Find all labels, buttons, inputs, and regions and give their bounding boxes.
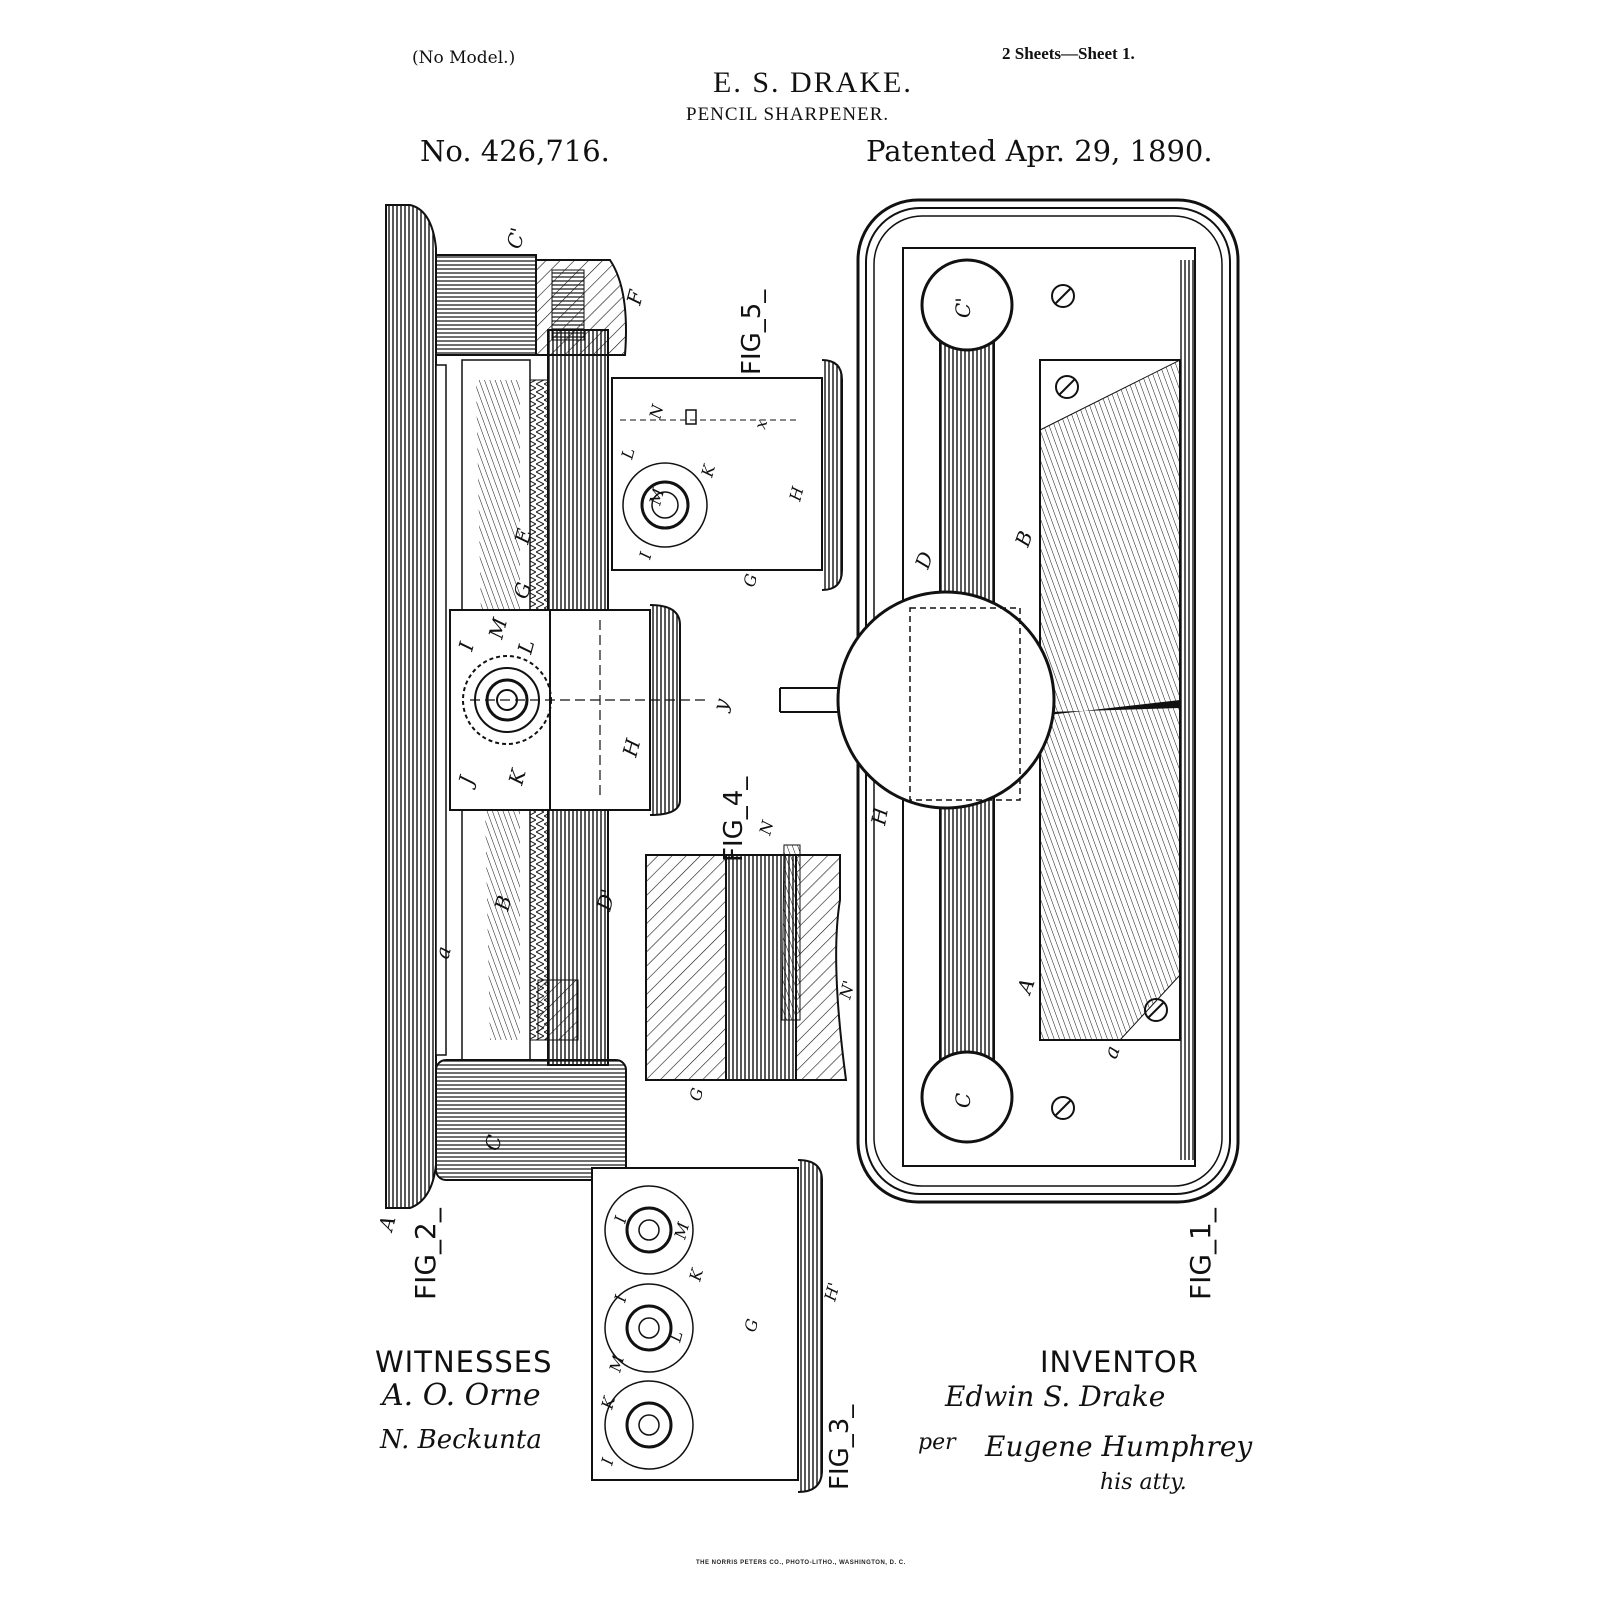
svg-text:M: M xyxy=(605,1353,628,1375)
inventor-label: INVENTOR xyxy=(1040,1345,1199,1379)
svg-text:G: G xyxy=(686,1086,708,1103)
fig5-drawing: N x L K M I H G FIG_5_ xyxy=(611,289,843,591)
svg-text:N: N xyxy=(755,818,777,838)
fig5-label: FIG_5_ xyxy=(737,289,767,375)
svg-text:H: H xyxy=(785,484,807,504)
patent-number: No. 426,716. xyxy=(420,134,610,168)
svg-text:D: D xyxy=(910,548,938,572)
svg-text:M: M xyxy=(645,486,668,508)
svg-text:N': N' xyxy=(835,978,858,1002)
printer-imprint: THE NORRIS PETERS CO., PHOTO-LITHO., WAS… xyxy=(696,1560,906,1566)
per-text: per xyxy=(918,1430,956,1455)
fig1-drawing: C' B D H A a C FIG_1_ xyxy=(779,198,1240,1300)
fig4-drawing: N N' G FIG_4_ xyxy=(645,776,859,1103)
inventor-heading: E. S. DRAKE. xyxy=(713,66,913,99)
svg-text:B: B xyxy=(489,893,516,914)
svg-text:C': C' xyxy=(951,297,975,318)
fig3-drawing: I M K I L G M K I H' FIG_3_ xyxy=(591,1159,855,1493)
fig1-label: FIG_1_ xyxy=(1184,1207,1217,1300)
inventor-signature: Edwin S. Drake xyxy=(945,1380,1166,1413)
svg-text:H': H' xyxy=(820,1280,843,1304)
svg-text:y: y xyxy=(707,695,734,714)
svg-text:A: A xyxy=(373,1213,400,1235)
witnesses-label: WITNESSES xyxy=(375,1345,553,1379)
invention-title: PENCIL SHARPENER. xyxy=(686,104,890,125)
svg-text:G: G xyxy=(741,1317,763,1334)
svg-text:L: L xyxy=(665,1329,686,1345)
svg-text:K: K xyxy=(503,766,531,789)
svg-text:H: H xyxy=(866,805,893,828)
attorney-signature: Eugene Humphrey xyxy=(985,1430,1253,1463)
svg-text:G: G xyxy=(740,572,762,589)
svg-text:L: L xyxy=(512,637,539,657)
svg-text:A: A xyxy=(1011,975,1039,999)
fig4-label: FIG_4_ xyxy=(719,776,749,862)
svg-text:a: a xyxy=(1098,1042,1125,1061)
svg-text:K: K xyxy=(685,1266,707,1284)
model-note: (No Model.) xyxy=(412,48,516,68)
fig2-label: FIG_2_ xyxy=(409,1207,442,1300)
sheet-note: 2 Sheets—Sheet 1. xyxy=(1002,44,1135,63)
svg-text:E: E xyxy=(509,526,536,548)
witness-signature-2: N. Beckunta xyxy=(380,1425,542,1455)
patent-date: Patented Apr. 29, 1890. xyxy=(866,134,1213,168)
fig3-label: FIG_3_ xyxy=(825,1404,855,1490)
svg-text:K: K xyxy=(697,462,719,480)
svg-text:B: B xyxy=(1010,528,1038,551)
svg-text:N: N xyxy=(645,402,667,422)
attorney-role: his atty. xyxy=(1100,1470,1187,1495)
svg-text:C': C' xyxy=(502,225,531,251)
witness-signature-1: A. O. Orne xyxy=(382,1378,541,1413)
svg-text:C: C xyxy=(951,1093,975,1108)
svg-text:L: L xyxy=(617,446,638,462)
svg-text:G: G xyxy=(509,580,536,602)
svg-text:M: M xyxy=(670,1220,693,1242)
svg-text:C: C xyxy=(480,1132,507,1153)
fig2-drawing: C' F E G I M L J K H y B D' a C A FIG_2_ xyxy=(373,204,734,1300)
svg-text:K: K xyxy=(597,1394,619,1412)
